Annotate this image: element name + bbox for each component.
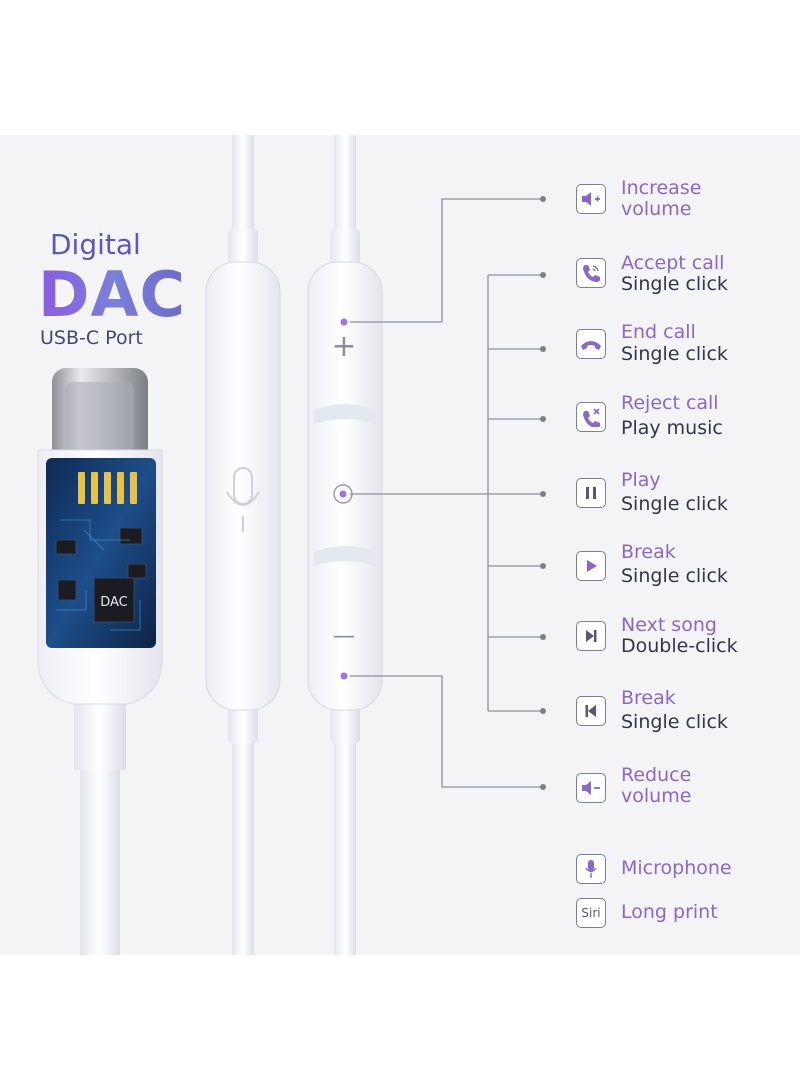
connector-dot — [540, 416, 546, 422]
previous-track-icon — [576, 696, 606, 726]
control-title: End call — [621, 321, 696, 343]
control-title: Break — [621, 541, 676, 563]
connector-dot — [540, 491, 546, 497]
control-title: Increase — [621, 177, 702, 199]
siri-icon: Siri — [576, 898, 606, 928]
control-subtitle: volume — [621, 198, 692, 220]
microphone-housing — [205, 261, 281, 711]
control-subtitle: volume — [621, 785, 692, 807]
connector-dot — [540, 634, 546, 640]
connector-dot — [540, 346, 546, 352]
control-subtitle: Play music — [621, 417, 723, 439]
control-title: Break — [621, 687, 676, 709]
microphone-icon — [226, 467, 260, 532]
svg-text:DAC: DAC — [100, 595, 128, 610]
usb-c-port-label: USB-C Port — [40, 327, 143, 349]
control-title: Next song — [621, 614, 717, 636]
next-track-icon — [576, 621, 606, 651]
volume-up-button-dot[interactable] — [340, 318, 348, 326]
minus-symbol: — — [333, 624, 355, 649]
plus-symbol: + — [331, 329, 357, 364]
microphone-icon — [576, 854, 606, 884]
volume-up-icon — [576, 184, 606, 214]
control-subtitle: Single click — [621, 565, 728, 587]
accept-call-icon — [576, 258, 606, 288]
control-title: Accept call — [621, 252, 725, 274]
control-title: Microphone — [621, 857, 732, 879]
control-title: Reject call — [621, 392, 719, 414]
volume-down-icon — [576, 773, 606, 803]
end-call-icon — [576, 329, 606, 359]
control-subtitle: Single click — [621, 343, 728, 365]
control-subtitle: Single click — [621, 711, 728, 733]
control-subtitle: Single click — [621, 273, 728, 295]
connector-dot — [540, 196, 546, 202]
dac-title: DAC — [38, 258, 188, 331]
volume-down-button-dot[interactable] — [340, 672, 348, 680]
digital-label: Digital — [50, 228, 141, 261]
control-title: Play — [621, 469, 661, 491]
control-title: Reduce — [621, 764, 692, 786]
connector-dot — [540, 708, 546, 714]
control-subtitle: Single click — [621, 493, 728, 515]
connector-dot — [540, 272, 546, 278]
control-title: Long print — [621, 901, 718, 923]
play-icon — [576, 551, 606, 581]
remote-control — [307, 261, 383, 711]
pause-icon — [576, 478, 606, 508]
reject-call-icon — [576, 402, 606, 432]
connector-dot — [540, 563, 546, 569]
connector-dot — [540, 784, 546, 790]
control-subtitle: Double-click — [621, 635, 738, 657]
dac-chip — [93, 577, 135, 623]
